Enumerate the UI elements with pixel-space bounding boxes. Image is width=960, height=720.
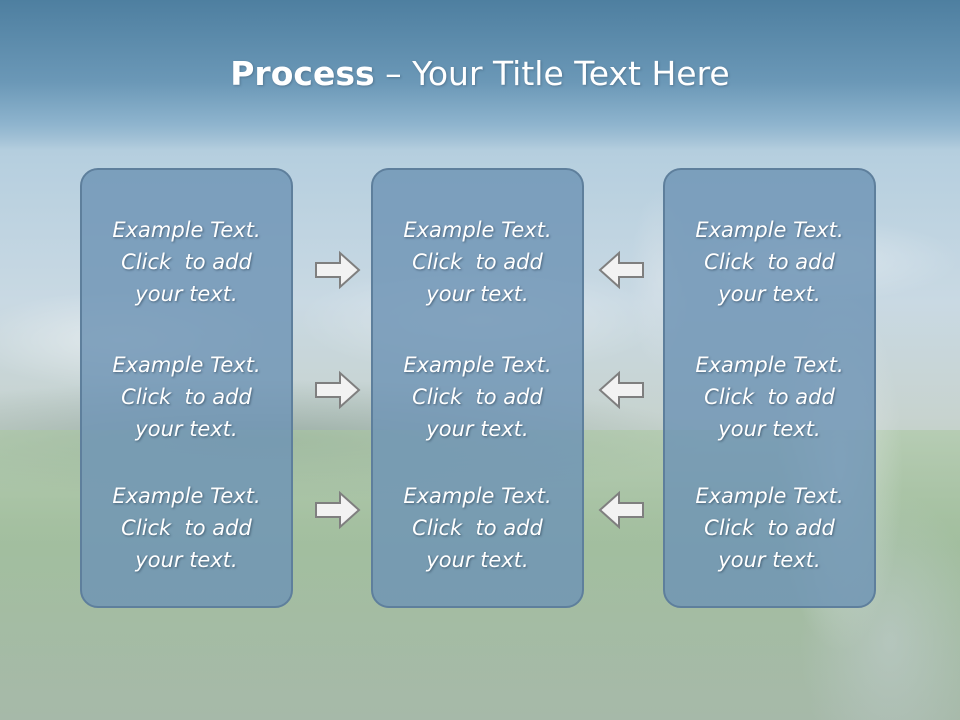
panel-1-text-1[interactable]: Example Text. Click to add your text.	[112, 218, 261, 306]
panel-2-text-1[interactable]: Example Text. Click to add your text.	[403, 218, 552, 306]
panel-2-text-2[interactable]: Example Text. Click to add your text.	[403, 353, 552, 441]
panel-2-text-3[interactable]: Example Text. Click to add your text.	[403, 484, 552, 572]
process-panel-1[interactable]: Example Text. Click to add your text. Ex…	[80, 168, 293, 608]
right-arrow-icon	[315, 490, 361, 530]
panel-1-text-3[interactable]: Example Text. Click to add your text.	[112, 484, 261, 572]
panel-3-text-3[interactable]: Example Text. Click to add your text.	[695, 484, 844, 572]
title-rest: – Your Title Text Here	[374, 54, 730, 93]
left-arrow-icon	[598, 250, 644, 290]
panel-1-text-2[interactable]: Example Text. Click to add your text.	[112, 353, 261, 441]
right-arrow-icon	[315, 370, 361, 410]
right-arrow-icon	[315, 250, 361, 290]
title-bold: Process	[230, 54, 375, 93]
panel-3-text-2[interactable]: Example Text. Click to add your text.	[695, 353, 844, 441]
title-band	[0, 0, 960, 150]
left-arrow-icon	[598, 370, 644, 410]
left-arrow-icon	[598, 490, 644, 530]
slide-title[interactable]: Process – Your Title Text Here	[0, 52, 960, 96]
process-panel-2[interactable]: Example Text. Click to add your text. Ex…	[371, 168, 584, 608]
process-panel-3[interactable]: Example Text. Click to add your text. Ex…	[663, 168, 876, 608]
panel-3-text-1[interactable]: Example Text. Click to add your text.	[695, 218, 844, 306]
